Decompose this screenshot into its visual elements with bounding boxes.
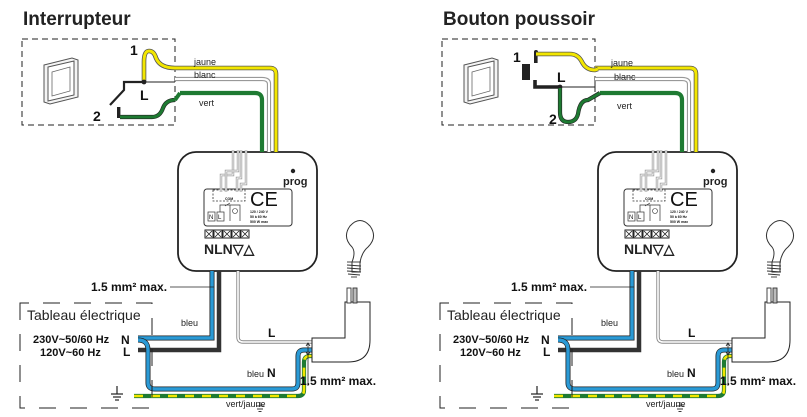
push-button-icon (522, 50, 602, 125)
panel-n-label: N (541, 333, 550, 347)
diagram-interrupteur: Interrupteur 1 2 L jaune blanc vert prog… (20, 9, 376, 412)
wire-label-bleu-n: bleu (247, 369, 264, 379)
panel-l-label: L (123, 345, 130, 359)
panel-title: Tableau électrique (27, 307, 141, 323)
n-label: N (267, 366, 276, 380)
toggle-switch-icon (109, 48, 182, 120)
section-label-bottom: 1.5 mm² max. (300, 374, 376, 388)
prog-label: prog (703, 176, 727, 188)
spec-power: 500 W max (250, 220, 268, 224)
earth-wire-label: vert/jaune (646, 399, 686, 409)
panel-voltage-2: 120V~60 Hz (40, 347, 101, 359)
wire-label-blanc: blanc (194, 70, 216, 80)
inner-n-label: N (629, 215, 633, 221)
wire-label-blanc: blanc (614, 72, 636, 82)
wire-label-bleu: bleu (601, 318, 618, 328)
terminal-l-label: L (140, 87, 149, 103)
diagram-bouton-poussoir: Bouton poussoir 1 2 L jaune blanc vert p… (440, 9, 796, 412)
terminal-markings: NLN▽△ (624, 241, 676, 257)
panel-voltage-1: 230V~50/60 Hz (33, 334, 110, 346)
panel-voltage-1: 230V~50/60 Hz (453, 334, 530, 346)
wire-label-vert: vert (617, 101, 633, 111)
section-label-bottom: 1.5 mm² max. (720, 374, 796, 388)
terminal-l-label: L (557, 69, 566, 85)
ce-mark: CE (670, 189, 698, 211)
terminal-1-label: 1 (130, 42, 138, 58)
l-label: L (688, 326, 695, 340)
l-label: L (268, 326, 275, 340)
earth-wire-label: vert/jaune (226, 399, 266, 409)
spec-power: 500 W max (670, 220, 688, 224)
panel-n-label: N (121, 333, 130, 347)
panel-voltage-2: 120V~60 Hz (460, 347, 521, 359)
terminal-2-label: 2 (549, 111, 557, 127)
wire-label-bleu: bleu (181, 318, 198, 328)
ce-mark: CE (250, 189, 278, 211)
diagram-title: Interrupteur (23, 9, 131, 30)
wire-label-jaune: jaune (610, 58, 633, 68)
terminal-1-label: 1 (513, 49, 521, 65)
wire-label-jaune: jaune (193, 57, 216, 67)
wire-label-bleu-n: bleu (667, 369, 684, 379)
com-label: COM (225, 197, 233, 201)
n-label: N (687, 366, 696, 380)
section-label-top: 1.5 mm² max. (511, 280, 587, 294)
terminal-markings: NLN▽△ (204, 241, 256, 257)
diagram-title: Bouton poussoir (443, 9, 596, 30)
inner-l-label: L (638, 215, 642, 221)
prog-label: prog (283, 176, 307, 188)
spec-voltage: 120 / 240 V (670, 210, 689, 214)
spec-frequency: 50 à 60 Hz (670, 215, 687, 219)
panel-l-label: L (543, 345, 550, 359)
panel-title: Tableau électrique (447, 307, 561, 323)
spec-voltage: 120 / 240 V (250, 210, 269, 214)
terminal-2-label: 2 (93, 108, 101, 124)
inner-n-label: N (209, 215, 213, 221)
inner-l-label: L (218, 215, 222, 221)
section-label-top: 1.5 mm² max. (91, 280, 167, 294)
com-label: COM (645, 197, 653, 201)
spec-frequency: 50 à 60 Hz (250, 215, 267, 219)
wire-label-vert: vert (199, 98, 215, 108)
